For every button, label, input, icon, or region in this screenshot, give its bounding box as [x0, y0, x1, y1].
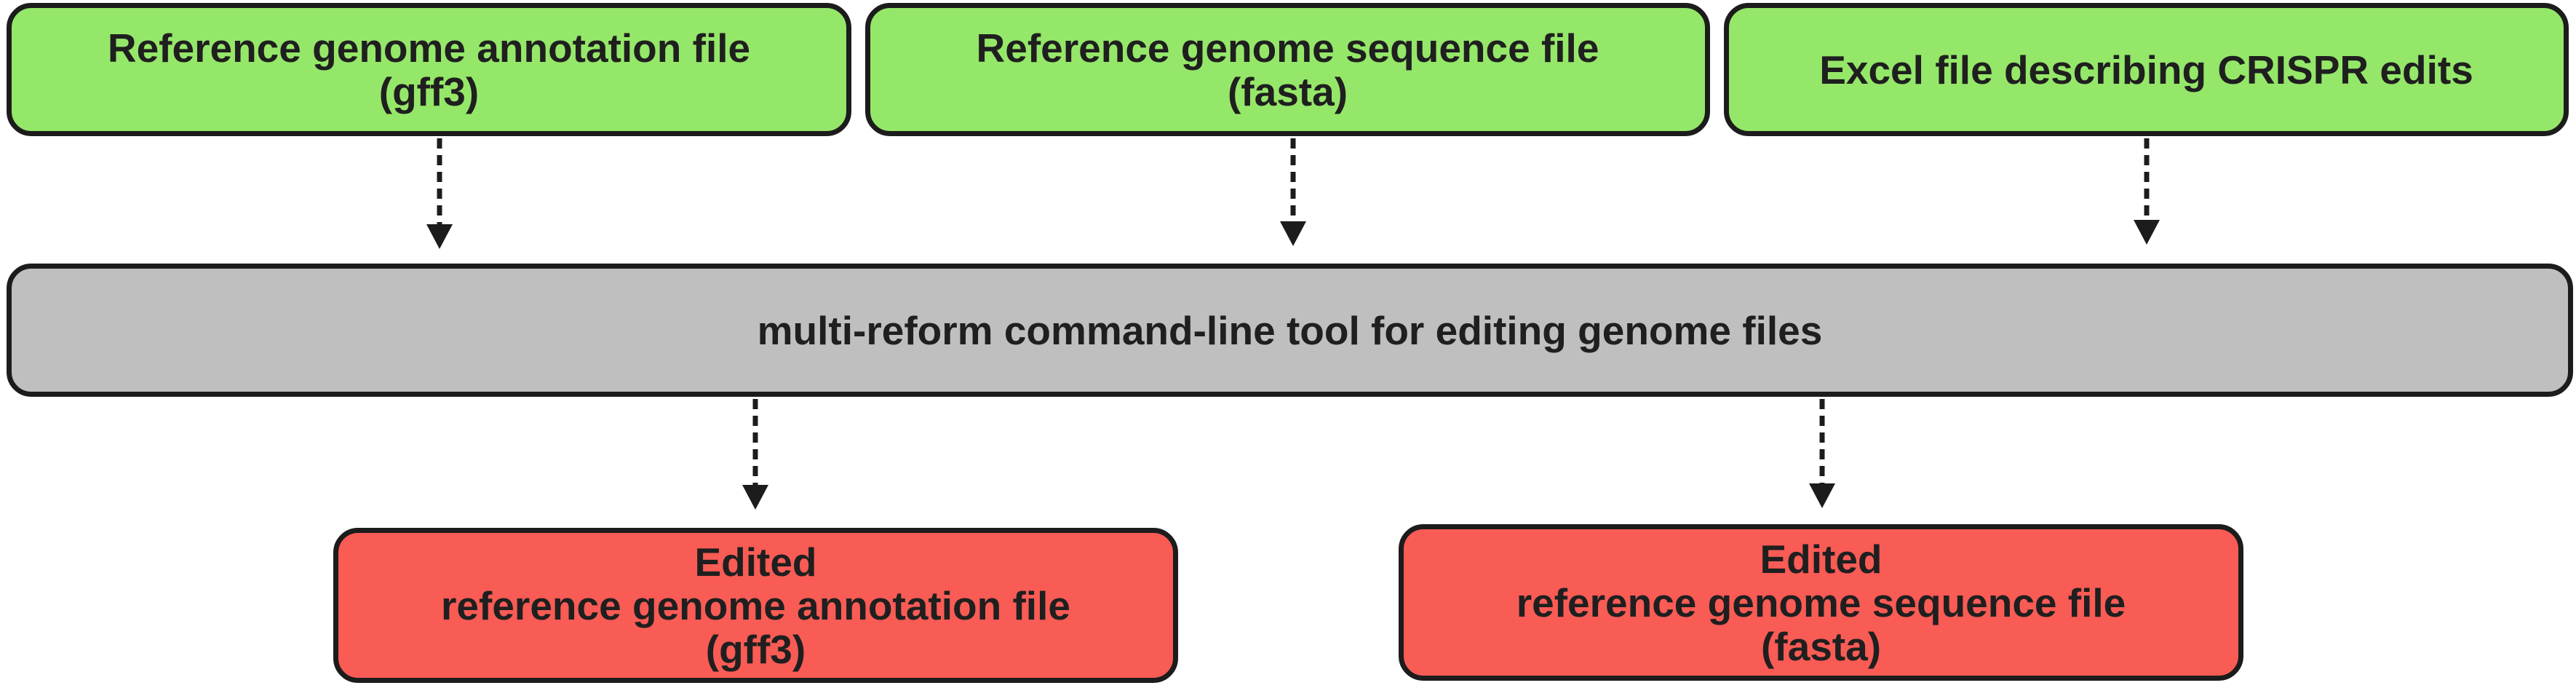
input-sequence-format: (fasta) — [1227, 68, 1348, 114]
input-annotation-file-box: Reference genome annotation file (gff3) — [7, 3, 851, 136]
arrowhead-out-annotation — [742, 485, 768, 510]
arrowhead-out-sequence — [1809, 483, 1835, 508]
output-sequence-edited: Edited — [1760, 536, 1883, 582]
output-annotation-format: (gff3) — [705, 626, 806, 672]
arrowhead-annotation — [426, 224, 453, 249]
input-sequence-file-box: Reference genome sequence file (fasta) — [865, 3, 1710, 136]
tool-box: multi-reform command-line tool for editi… — [7, 264, 2573, 397]
arrowhead-sequence — [1280, 221, 1306, 246]
input-excel-file-box: Excel file describing CRISPR edits — [1724, 3, 2569, 136]
arrowhead-excel — [2134, 220, 2160, 245]
input-sequence-title: Reference genome sequence file — [976, 25, 1599, 71]
output-sequence-format: (fasta) — [1760, 623, 1882, 669]
input-excel-title: Excel file describing CRISPR edits — [1819, 47, 2473, 92]
output-sequence-title: reference genome sequence file — [1516, 580, 2126, 625]
tool-label: multi-reform command-line tool for editi… — [757, 307, 1823, 353]
output-annotation-title: reference genome annotation file — [441, 582, 1070, 628]
input-annotation-format: (gff3) — [378, 68, 480, 114]
output-sequence-file-box: Edited reference genome sequence file (f… — [1399, 524, 2243, 681]
output-annotation-file-box: Edited reference genome annotation file … — [333, 528, 1178, 683]
input-annotation-title: Reference genome annotation file — [107, 25, 751, 71]
output-annotation-edited: Edited — [694, 539, 817, 585]
